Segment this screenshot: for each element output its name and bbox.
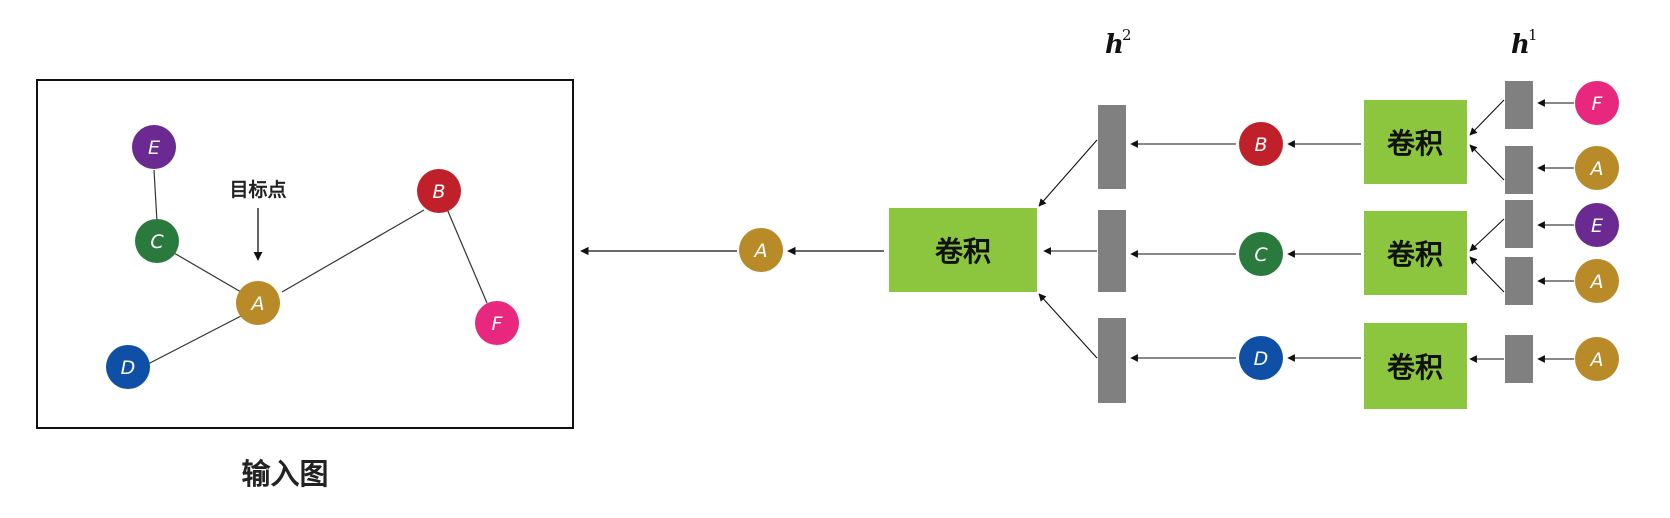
svg-text:C: C [150,231,164,253]
edge-A-B [281,209,425,293]
mid-to-h2-arrows [1130,140,1236,362]
svg-text:A: A [250,293,265,315]
conv1-to-mid-arrows [1287,140,1361,362]
graph-node-A: A [236,281,280,325]
h1-to-conv1-arrows [1469,99,1505,363]
h1-bar-F [1505,81,1533,129]
edge-C-A [173,252,242,293]
input-graph-caption: 输入图 [241,457,328,491]
h2-to-conv2-arrows [1038,139,1098,359]
graph-node-C: C [135,219,179,263]
input-graph-frame [36,79,574,429]
conv-label-layer2: 卷积 [935,235,991,268]
svg-text:E: E [148,137,160,159]
input-graph-nodes: E C B A F D [106,125,519,389]
graph-node-E: E [132,125,176,169]
conv-box-layer1-B [1364,100,1467,184]
svg-text:A: A [1589,349,1604,371]
h2-label: h 2 [1105,26,1132,60]
conv-box-layer1-D [1364,323,1467,409]
h1-bar-A3 [1505,335,1533,383]
conv-label-layer1-B: 卷积 [1387,127,1443,160]
input-node-A3: A [1575,337,1619,381]
svg-text:A: A [1589,158,1604,180]
svg-text:h: h [1511,30,1530,60]
input-node-A2: A [1575,259,1619,303]
svg-text:F: F [1592,93,1604,115]
mid-node-D: D [1239,336,1283,380]
svg-text:A: A [1589,271,1604,293]
svg-text:C: C [1254,244,1268,266]
input-graph-edges [147,169,488,365]
input-node-A1: A [1575,146,1619,190]
svg-text:E: E [1591,215,1603,237]
svg-text:B: B [1254,134,1267,156]
edge-B-F [446,208,488,304]
h1-bar-E [1505,200,1533,248]
graph-node-F: F [475,301,519,345]
h1-bar-A2 [1505,257,1533,305]
svg-text:F: F [492,313,504,335]
right-edge-mask [1620,0,1670,518]
h2-bar-D [1098,318,1126,403]
edge-A-D [147,315,242,365]
h2-bar-B [1098,105,1126,189]
output-node-A: A [739,228,783,272]
inputs-to-h1-arrows [1537,99,1574,363]
svg-text:D: D [121,357,136,379]
h2-bar-C [1098,210,1126,292]
edge-E-C [153,169,158,223]
conv-box-layer2 [889,208,1037,292]
svg-text:B: B [432,181,445,203]
graph-node-D: D [106,345,150,389]
graph-node-B: B [417,169,461,213]
input-node-E: E [1575,203,1619,247]
svg-text:D: D [1254,348,1269,370]
svg-text:1: 1 [1528,26,1538,44]
svg-text:A: A [753,240,768,262]
conv-label-layer1-D: 卷积 [1387,351,1443,384]
h1-bar-A1 [1505,146,1533,194]
mid-node-C: C [1239,232,1283,276]
conv-label-layer1-C: 卷积 [1387,238,1443,271]
conv-box-layer1-C [1364,211,1467,295]
h1-label: h 1 [1511,26,1538,60]
target-label: 目标点 [229,179,286,201]
svg-text:h: h [1105,30,1124,60]
svg-text:2: 2 [1122,26,1132,44]
mid-node-B: B [1239,122,1283,166]
input-node-F: F [1575,81,1619,125]
